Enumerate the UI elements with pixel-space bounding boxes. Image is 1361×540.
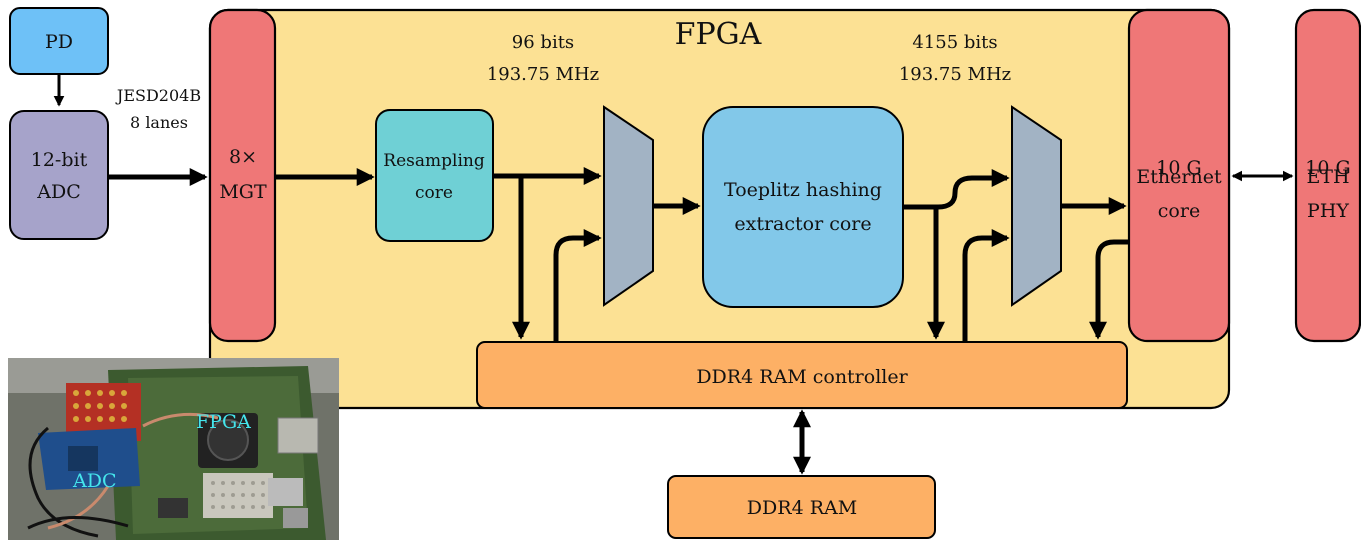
mgt-label-line1: 8× xyxy=(229,146,257,168)
photo-fpga-label: FPGA xyxy=(196,411,251,433)
toeplitz-label-line1: Toeplitz hashing xyxy=(724,179,882,201)
ddr-ram-label: DDR4 RAM xyxy=(747,497,857,519)
ethernet-core-label-ethernet-shown: Ethernet xyxy=(1136,166,1222,188)
ethernet-core-label-line1: 10 G xyxy=(1156,157,1201,179)
pd-label: PD xyxy=(45,31,73,53)
adc-block xyxy=(9,110,109,240)
photo-adc-label: ADC xyxy=(72,470,117,492)
adc-label-line2: ADC xyxy=(36,181,81,203)
right-bus-clock-label: 193.75 MHz xyxy=(899,64,1011,85)
resampling-label-line1: Resampling xyxy=(383,151,485,171)
jesd-label-line1: JESD204B xyxy=(115,86,201,105)
left-multiplexer xyxy=(603,105,654,307)
fpga-title: FPGA xyxy=(675,17,762,52)
arrow-ethernet-to-ddr xyxy=(1089,239,1129,340)
arrow-ddr-to-mux-right xyxy=(962,229,1010,342)
ethernet-core-label-line3: core xyxy=(1158,200,1200,222)
right-bus-width-label: 4155 bits xyxy=(912,32,997,53)
adc-label-line1: 12-bit xyxy=(31,149,88,171)
left-bus-clock-label: 193.75 MHz xyxy=(487,64,599,85)
mgt-label-line2: MGT xyxy=(219,181,267,203)
resampling-label-line2: core xyxy=(415,183,453,203)
arrow-toeplitz-to-mux-right xyxy=(903,169,1010,210)
eth-phy-label-line1: 10 G xyxy=(1305,157,1350,179)
jesd-label-line2: 8 lanes xyxy=(130,113,188,132)
hardware-board-photo: FPGA ADC xyxy=(8,358,339,540)
mgt-block xyxy=(208,8,277,343)
eth-phy-label-line3: PHY xyxy=(1307,200,1349,222)
toeplitz-core-block xyxy=(702,106,904,308)
eth-phy-label-line2: ETH xyxy=(1306,166,1349,188)
ethernet-core-block xyxy=(1127,8,1231,343)
ddr-controller-block xyxy=(476,341,1128,409)
toeplitz-label-line2: extractor core xyxy=(734,213,871,235)
ddr-ram-block xyxy=(667,475,936,539)
left-bus-width-label: 96 bits xyxy=(512,32,574,53)
ddr-controller-label: DDR4 RAM controller xyxy=(696,366,908,388)
eth-phy-block xyxy=(1294,8,1361,343)
resampling-core-block xyxy=(375,109,494,242)
arrow-ddr-to-mux-left xyxy=(553,229,602,342)
right-multiplexer xyxy=(1011,105,1062,307)
